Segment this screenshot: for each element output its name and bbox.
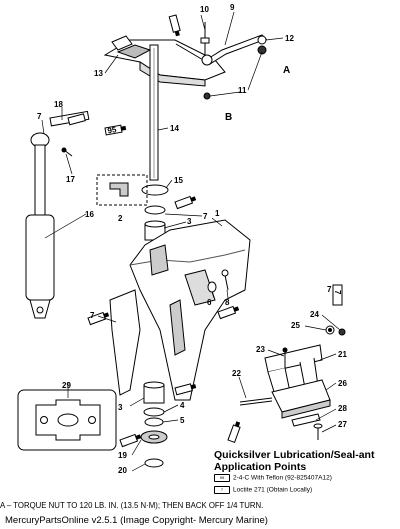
callout-18: 18 [54, 100, 63, 109]
callout-23: 23 [256, 345, 265, 354]
steering-link-rod [205, 34, 267, 65]
screw-27 [313, 423, 323, 440]
legend-text-95: 2-4-C With Teflon (92-825407A12) [233, 474, 332, 482]
callout-9: 9 [230, 3, 235, 12]
screw-17 [61, 147, 73, 157]
gasket-29 [35, 399, 101, 441]
callout-2: 2 [118, 214, 123, 223]
bushing-3-bottom [143, 381, 165, 404]
legend-title: Quicksilver Lubrication/Seal-ant Applica… [214, 449, 375, 473]
callout-15: 15 [174, 176, 183, 185]
tube-3-lower [174, 383, 197, 396]
callout-29: 29 [62, 381, 71, 390]
retainer-13 [111, 35, 133, 51]
washer-4 [143, 407, 165, 417]
callout-B: B [225, 112, 232, 123]
detail-box [96, 174, 148, 206]
legend-text-7: Loctite 271 (Obtain Locally) [233, 486, 313, 494]
washer-12 [257, 35, 267, 45]
washer-11b [203, 92, 211, 100]
rod-22 [239, 397, 273, 406]
callout-16: 16 [85, 210, 94, 219]
callout-20: 20 [118, 466, 127, 475]
tube-7-trim: 7 [332, 284, 343, 306]
bolt-8 [221, 269, 229, 291]
callout-5: 5 [180, 416, 185, 425]
tube-7-bracket [87, 311, 110, 326]
nut-25-washer-24 [325, 325, 346, 336]
bolt-10 [200, 22, 210, 55]
callout-6: 6 [207, 298, 212, 307]
clip-detail [109, 182, 129, 197]
callout-7b: 7 [203, 212, 208, 221]
callout-3-top: 3 [187, 217, 192, 226]
tube-icon-7: 7 [214, 486, 230, 494]
callout-26: 26 [338, 379, 347, 388]
collar-19 [140, 430, 168, 444]
callout-22: 22 [232, 369, 241, 378]
callout-12: 12 [285, 34, 294, 43]
callout-14: 14 [170, 124, 179, 133]
stud-23 [282, 347, 288, 368]
exploded-parts-diagram: 95 7 [17, 3, 347, 475]
pad-28 [291, 413, 321, 427]
callout-8: 8 [225, 298, 230, 307]
callout-11: 11 [238, 86, 247, 95]
callout-10: 10 [200, 5, 209, 14]
tube-6-bushing [217, 305, 240, 320]
gasket-inset-box [17, 389, 117, 451]
callout-21: 21 [338, 350, 347, 359]
leader-lines [41, 11, 341, 472]
callout-13: 13 [94, 69, 103, 78]
seal-15 [141, 184, 169, 196]
callout-28: 28 [338, 404, 347, 413]
nut-11 [257, 45, 267, 55]
tube-22-rod [227, 421, 241, 444]
copyright-text: MercuryPartsOnline v2.5.1 (Image Copyrig… [5, 515, 268, 526]
tube-2-bushing [174, 195, 197, 210]
torque-note: A – TORQUE NUT TO 120 LB. IN. (13.5 N·M)… [0, 501, 264, 510]
tube-icon-95: 95 [214, 474, 230, 482]
washer-2-top [144, 205, 166, 215]
callout-4: 4 [180, 401, 185, 410]
callout-24: 24 [310, 310, 319, 319]
callout-7a: 7 [37, 112, 42, 121]
steering-shaft [149, 44, 159, 181]
bushing-6 [207, 281, 217, 293]
tube-7-top [168, 14, 181, 37]
bracket-21 [264, 344, 323, 396]
callout-7d: 7 [327, 285, 332, 294]
tube-95-steering: 95 [104, 124, 127, 136]
plate-26 [271, 379, 331, 419]
swivel-bracket [109, 219, 251, 401]
tube-label-95: 95 [107, 125, 118, 136]
callout-1: 1 [215, 209, 220, 218]
callout-7c: 7 [90, 311, 95, 320]
callout-3-bottom: 3 [118, 403, 123, 412]
tube-19-lower [119, 433, 142, 448]
rod-nut [201, 54, 213, 66]
seal-5 [144, 417, 164, 427]
callout-A: A [283, 65, 290, 76]
callout-27: 27 [338, 420, 347, 429]
callout-19: 19 [118, 451, 127, 460]
trim-cylinder [25, 132, 55, 319]
callout-25: 25 [291, 321, 300, 330]
ring-20 [144, 458, 164, 468]
tube-7-cylinder [67, 113, 86, 126]
callout-17: 17 [66, 175, 75, 184]
tube-label-7: 7 [333, 290, 342, 295]
callout-labels: 10 9 12 A 11 B 13 14 15 18 7 17 16 7 2 3… [37, 3, 347, 475]
